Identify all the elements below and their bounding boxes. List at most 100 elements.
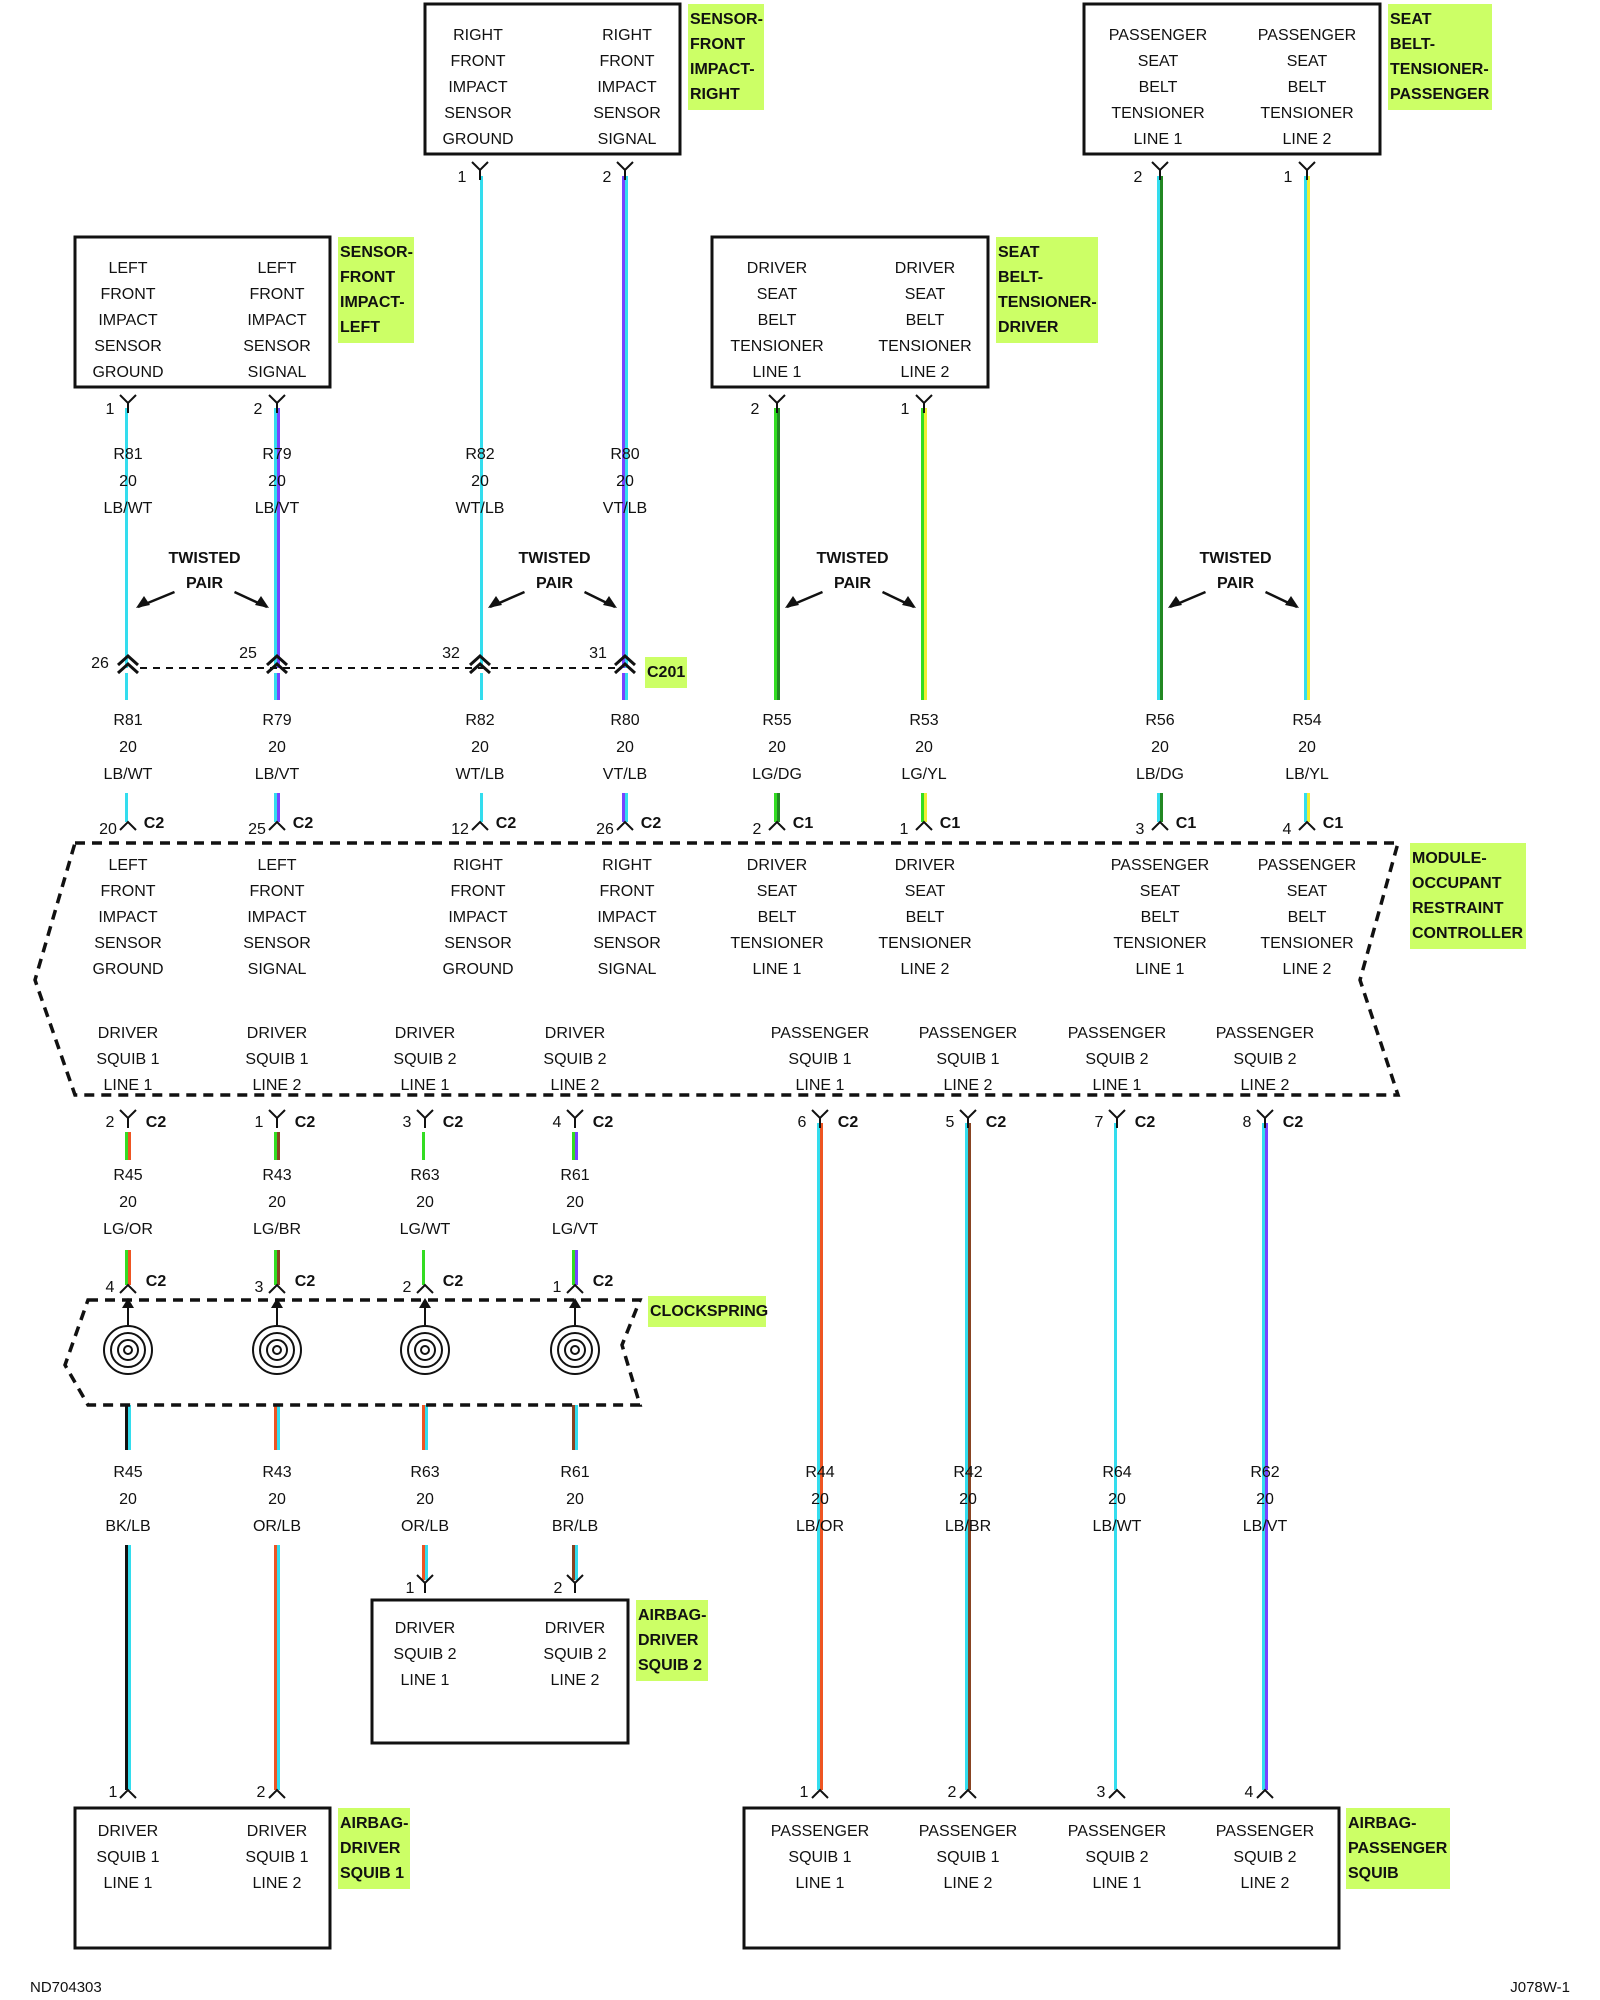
box-text: SQUIB 2 — [1085, 1849, 1148, 1866]
label-c201-text: C201 — [647, 664, 685, 681]
pin-ap — [959, 1788, 977, 1799]
wire-r79-upper-tracer — [277, 408, 280, 668]
circuit-squib-lower-gauge: 20 — [119, 1491, 137, 1508]
box-text: PASSENGER — [1109, 27, 1207, 44]
label-module-occupant-restraint-controller-text: CONTROLLER — [1412, 925, 1524, 942]
pin-sl2 — [268, 394, 286, 413]
clockspring-pin — [566, 1283, 584, 1294]
pin-num: 31 — [589, 645, 607, 662]
circuit-squib-lower-color: OR/LB — [253, 1518, 301, 1535]
circuit-squib-lower-color: LB/VT — [1243, 1518, 1288, 1535]
pin-num: 26 — [91, 655, 109, 672]
clockspring-coil — [117, 1339, 139, 1361]
box-text: GROUND — [442, 131, 513, 148]
module-text: SIGNAL — [598, 961, 657, 978]
module-text: SENSOR — [593, 935, 661, 952]
label-airbag-driver-squib-2 — [636, 1600, 708, 1681]
wire-r55-tracer — [777, 408, 780, 700]
pin-num: 4 — [1245, 1784, 1254, 1801]
module-text: LINE 1 — [104, 1077, 153, 1094]
box-airbag-driver-squib-1 — [73, 1806, 332, 1950]
clockspring-coil — [564, 1339, 586, 1361]
module-text: TENSIONER — [1260, 935, 1353, 952]
box-text: LINE 1 — [796, 1875, 845, 1892]
connector-id: C2 — [1283, 1114, 1304, 1131]
circuit-squib-lower-color: LB/WT — [1093, 1518, 1142, 1535]
twisted-pair-driver-belt-arrowhead — [785, 596, 799, 608]
circuit-mid-gauge: 20 — [768, 739, 786, 756]
wire-squib-upper-tracer — [575, 1250, 578, 1285]
box-airbag-passenger-squib — [742, 1806, 1341, 1950]
connector-id: C2 — [295, 1114, 316, 1131]
clockspring-coil — [550, 1325, 600, 1375]
circuit-squib-upper-circuit: R61 — [560, 1167, 589, 1184]
module-text: GROUND — [442, 961, 513, 978]
box-text: SQUIB 1 — [96, 1849, 159, 1866]
box-text: TENSIONER — [730, 338, 823, 355]
label-clockspring-text: CLOCKSPRING — [650, 1303, 768, 1320]
box-text: SIGNAL — [598, 131, 657, 148]
wire-r61-lower-tracer — [575, 1545, 578, 1580]
circuit-squib-upper-gauge: 20 — [566, 1194, 584, 1211]
circuit-top-color: LB/VT — [255, 500, 300, 517]
module-text: TENSIONER — [1113, 935, 1206, 952]
box-text: LINE 2 — [1241, 1875, 1290, 1892]
twisted-pair-right-text: PAIR — [536, 575, 573, 592]
box-text: SQUIB 2 — [393, 1646, 456, 1663]
connector-id: C1 — [1323, 815, 1344, 832]
pin-ad2-2 — [566, 1574, 584, 1593]
connector-id: C1 — [940, 815, 961, 832]
circuit-top-color: VT/LB — [603, 500, 647, 517]
box-text: GROUND — [92, 364, 163, 381]
circuit-mid-circuit: R79 — [262, 712, 291, 729]
module-text: BELT — [906, 909, 945, 926]
pin-ad1-2 — [268, 1788, 286, 1799]
module-text: SQUIB 1 — [245, 1051, 308, 1068]
c201-pin — [468, 653, 492, 675]
module-text: IMPACT — [98, 909, 157, 926]
connector-id: C2 — [1135, 1114, 1156, 1131]
module-text: BELT — [1288, 909, 1327, 926]
box-text: LINE 2 — [944, 1875, 993, 1892]
twisted-pair-right-arrowhead — [603, 596, 617, 608]
pin-num: 1 — [800, 1784, 809, 1801]
module-text: LINE 2 — [901, 961, 950, 978]
circuit-top-color: WT/LB — [456, 500, 505, 517]
circuit-squib-upper-color: LG/OR — [103, 1221, 153, 1238]
module-text: BELT — [1141, 909, 1180, 926]
label-module-occupant-restraint-controller-text: RESTRAINT — [1412, 900, 1504, 917]
pin-ap — [1108, 1788, 1126, 1799]
circuit-mid-gauge: 20 — [616, 739, 634, 756]
wire-mid-tracer — [1160, 793, 1163, 822]
pin-num: 2 — [1134, 169, 1143, 186]
circuit-mid-color: LG/YL — [901, 766, 946, 783]
module-text: FRONT — [249, 883, 304, 900]
footer-right: J078W-1 — [1510, 1979, 1570, 1996]
wire-squib-lower-tracer — [575, 1405, 578, 1450]
box-text: SIGNAL — [248, 364, 307, 381]
module-text: DRIVER — [895, 857, 955, 874]
connector-id: C2 — [443, 1114, 464, 1131]
module-text: SIGNAL — [248, 961, 307, 978]
clockspring-pin — [416, 1283, 434, 1294]
circuit-mid-color: LB/WT — [104, 766, 153, 783]
connector-id: C2 — [496, 815, 517, 832]
pin-num: 12 — [451, 821, 469, 838]
circuit-squib-lower-circuit: R63 — [410, 1464, 439, 1481]
pin-num: 32 — [442, 645, 460, 662]
clockspring-pin — [119, 1283, 137, 1294]
connector-id: C2 — [295, 1273, 316, 1290]
label-seat-belt-tensioner-passenger-text: PASSENGER — [1390, 86, 1490, 103]
module-text: SEAT — [905, 883, 946, 900]
clockspring-coil — [400, 1325, 450, 1375]
circuit-squib-upper-circuit: R63 — [410, 1167, 439, 1184]
label-airbag-passenger-squib — [1346, 1808, 1450, 1889]
module-text: SQUIB 1 — [936, 1051, 999, 1068]
connector-id: C2 — [146, 1114, 167, 1131]
module-text: IMPACT — [448, 909, 507, 926]
clockspring-coil — [557, 1332, 593, 1368]
module-text: RIGHT — [602, 857, 652, 874]
twisted-pair-passenger-belt-text: PAIR — [1217, 575, 1254, 592]
box-sensor-front-impact-left — [73, 235, 332, 389]
